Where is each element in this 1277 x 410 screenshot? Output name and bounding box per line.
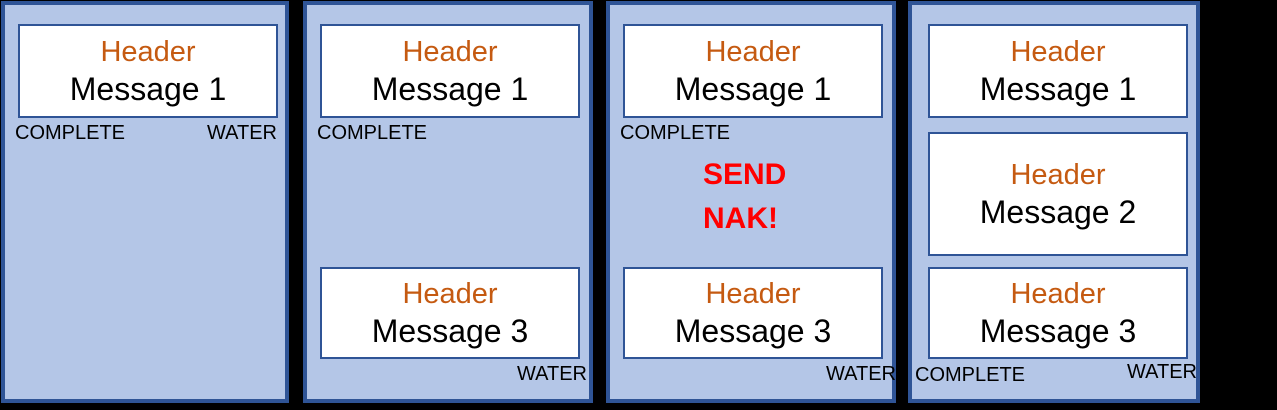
message-box-1: Header Message 1 <box>928 24 1188 118</box>
message-box-body: Message 3 <box>674 312 832 349</box>
message-box-header: Header <box>1010 158 1106 191</box>
message-box-header: Header <box>705 277 801 310</box>
message-box-body: Message 1 <box>69 70 227 107</box>
message-box-body: Message 1 <box>371 70 529 107</box>
send-nak-alert-line-1: SEND <box>703 158 787 191</box>
message-box-header: Header <box>402 35 498 68</box>
message-box-body: Message 3 <box>979 312 1137 349</box>
message-box-3: Header Message 3 <box>623 267 883 359</box>
message-box-2: Header Message 2 <box>928 132 1188 256</box>
message-box-header: Header <box>100 35 196 68</box>
message-box-1: Header Message 1 <box>18 24 278 118</box>
message-box-1: Header Message 1 <box>623 24 883 118</box>
buffer-panel-2: Header Message 1 COMPLETE Header Message… <box>303 1 593 403</box>
message-box-header: Header <box>1010 35 1106 68</box>
water-label: WATER <box>1127 361 1197 383</box>
complete-label: COMPLETE <box>15 122 126 144</box>
water-label: WATER <box>517 363 587 385</box>
water-label: WATER <box>207 122 277 144</box>
message-box-3: Header Message 3 <box>928 267 1188 359</box>
water-label: WATER <box>826 363 896 385</box>
message-box-header: Header <box>402 277 498 310</box>
buffer-panel-1: Header Message 1 COMPLETE WATER <box>1 1 289 403</box>
message-box-body: Message 1 <box>674 70 832 107</box>
complete-label: COMPLETE <box>620 122 731 144</box>
message-box-header: Header <box>1010 277 1106 310</box>
message-box-3: Header Message 3 <box>320 267 580 359</box>
complete-label: COMPLETE <box>915 364 1026 386</box>
message-box-body: Message 2 <box>979 193 1137 230</box>
message-box-header: Header <box>705 35 801 68</box>
complete-label: COMPLETE <box>317 122 428 144</box>
message-box-1: Header Message 1 <box>320 24 580 118</box>
buffer-panel-4: Header Message 1 Header Message 2 Header… <box>908 1 1200 403</box>
send-nak-alert-line-2: NAK! <box>703 202 778 235</box>
buffer-panel-3: Header Message 1 COMPLETE SEND NAK! Head… <box>606 1 896 403</box>
message-box-body: Message 1 <box>979 70 1137 107</box>
message-box-body: Message 3 <box>371 312 529 349</box>
